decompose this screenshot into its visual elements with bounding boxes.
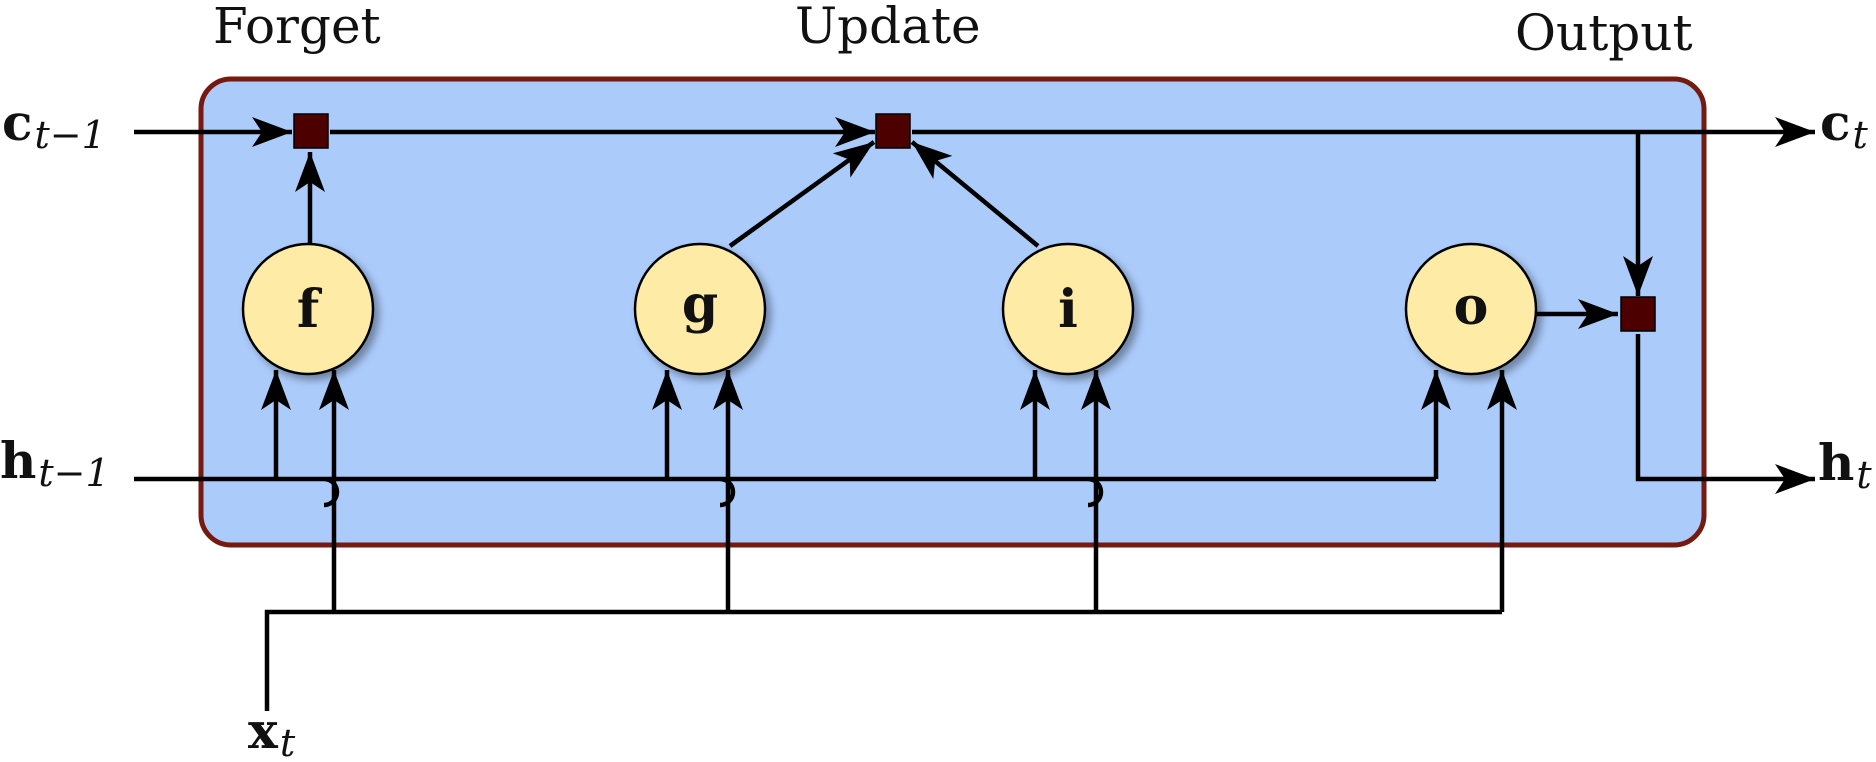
- gate-i-label: i: [1058, 279, 1078, 340]
- i-to-add-arrow: [910, 140, 1040, 248]
- gate-f-label: f: [297, 279, 323, 340]
- gate-o: o: [1404, 242, 1538, 376]
- gate-g-label: g: [682, 274, 718, 335]
- gate-o-label: o: [1454, 276, 1489, 337]
- h-out-label: ht: [1818, 433, 1872, 497]
- h-out-arrow: [1635, 334, 1815, 494]
- h-prev-label: ht−1: [0, 431, 110, 495]
- gate-g: g: [633, 242, 767, 376]
- forget-header: Forget: [213, 0, 381, 55]
- h-prev-bus: [134, 476, 1436, 508]
- x-bus: [264, 609, 1502, 711]
- update-add-node: [875, 113, 911, 149]
- c-out-label: ct: [1820, 93, 1868, 157]
- output-header: Output: [1515, 4, 1693, 62]
- g-to-add-arrow: [728, 140, 876, 248]
- gate-i: i: [1001, 242, 1135, 376]
- output-multiply-node: [1620, 296, 1656, 332]
- gate-f: f: [241, 242, 375, 376]
- forget-multiply-node: [293, 113, 329, 149]
- c-prev-label: ct−1: [2, 93, 106, 157]
- update-header: Update: [795, 0, 981, 55]
- x-label: xt: [248, 701, 296, 762]
- lstm-cell-body: [198, 76, 1707, 548]
